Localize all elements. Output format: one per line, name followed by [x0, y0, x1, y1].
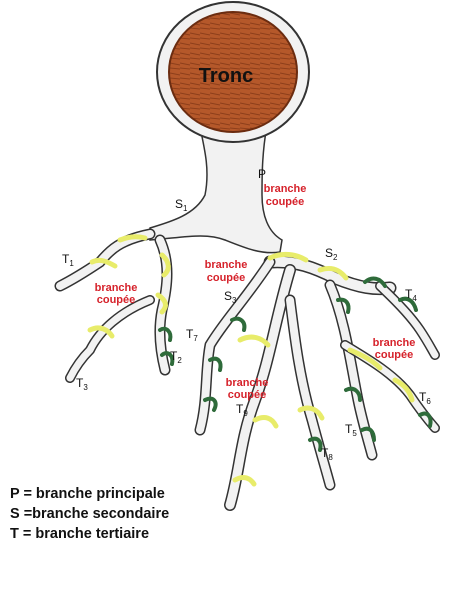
legend-s: S =branche secondaire: [10, 506, 170, 522]
label-s1: S1: [175, 197, 188, 213]
label-t8: T8: [321, 446, 333, 462]
label-t7: T7: [186, 327, 198, 343]
green-bands: [158, 276, 433, 452]
branch-t3: [65, 295, 155, 383]
label-t3: T3: [76, 376, 88, 392]
label-p: P: [258, 167, 266, 181]
main-branch-shape: [149, 117, 283, 254]
label-t9: T9: [236, 402, 248, 418]
legend: P = branche principale S =branche second…: [10, 484, 169, 544]
cut-label-t1-line2: coupée: [97, 294, 136, 306]
cut-label-s3-line2: coupée: [207, 272, 246, 284]
label-t4: T4: [405, 287, 417, 303]
legend-t: T = branche tertiaire: [10, 526, 150, 542]
cut-label-t9-line1: branche: [226, 377, 269, 389]
trunk-cross-section: [168, 11, 298, 133]
cut-label-p-line2: coupée: [266, 196, 305, 208]
trunk-label: Tronc: [199, 65, 253, 87]
legend-p: P = branche principale: [10, 486, 165, 502]
cut-label-p-line1: branche: [264, 183, 307, 195]
label-s3: S3: [224, 289, 237, 305]
cut-label-t4-line2: coupée: [375, 349, 414, 361]
cut-label-s3-line1: branche: [205, 259, 248, 271]
yellow-bands: [87, 234, 415, 487]
label-t2: T2: [170, 349, 182, 365]
cut-label-t9-line2: coupée: [228, 389, 267, 401]
label-t5: T5: [345, 422, 357, 438]
label-t6: T6: [419, 390, 431, 406]
cut-label-t4-line1: branche: [373, 337, 416, 349]
label-t1: T1: [62, 252, 74, 268]
label-s2: S2: [325, 246, 338, 262]
cut-label-t1-line1: branche: [95, 282, 138, 294]
